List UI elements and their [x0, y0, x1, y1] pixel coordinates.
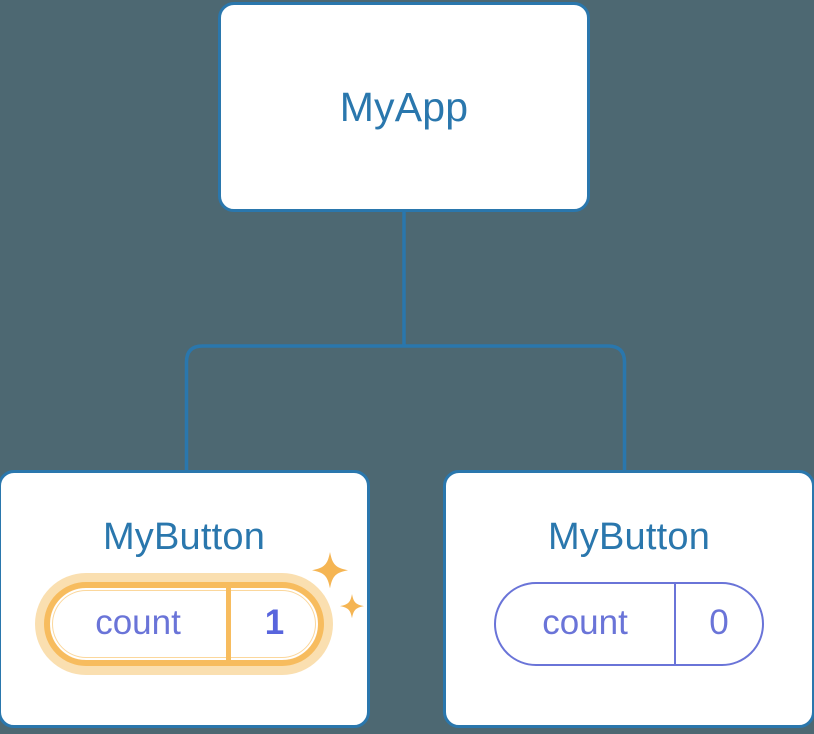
state-pill-count-2[interactable]: count 0: [494, 582, 764, 666]
node-mybutton-2-title: MyButton: [547, 516, 711, 558]
state-pill-value-1: 1: [226, 588, 318, 660]
state-pill-key-2: count: [542, 602, 628, 642]
edge-child-bus: [184, 344, 627, 472]
sparkle-large-icon: [312, 552, 348, 589]
node-mybutton-1[interactable]: MyButton count 1: [0, 470, 370, 728]
node-mybutton-2[interactable]: MyButton count 0: [443, 470, 814, 728]
state-pill-key-1: count: [95, 602, 181, 642]
node-myapp-title: MyApp: [339, 83, 469, 130]
state-pill-value-2: 0: [674, 584, 762, 664]
state-pill-wrap-1: count 1: [44, 552, 364, 666]
node-myapp[interactable]: MyApp: [218, 2, 590, 212]
node-mybutton-1-title: MyButton: [102, 516, 266, 558]
sparkle-small-icon: [340, 594, 364, 619]
state-pill-wrap-2: count 0: [494, 582, 764, 666]
state-pill-count-1[interactable]: count 1: [44, 582, 324, 666]
